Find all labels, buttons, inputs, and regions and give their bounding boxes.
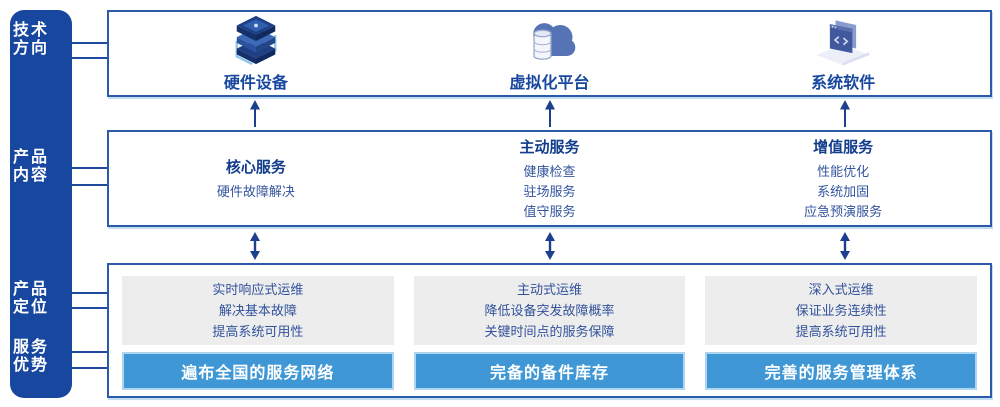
advantage-bar-management: 完善的服务管理体系 (705, 352, 978, 390)
sidebar-label-product-content: 产品内容 (12, 149, 49, 184)
tech-col-system-software: 系统软件 (696, 12, 990, 95)
positioning-panel: 深入式运维 保证业务连续性 提高系统可用性 (705, 276, 978, 345)
server-stack-icon (235, 15, 277, 66)
bottom-col-realtime: 实时响应式运维 解决基本故障 提高系统可用性 遍布全国的服务网络 (122, 276, 394, 390)
service-item: 驻场服务 (523, 183, 576, 199)
service-title-proactive: 主动服务 (519, 138, 580, 156)
arrow-slot (697, 232, 992, 260)
positioning-line: 保证业务连续性 (795, 303, 887, 318)
service-item: 健康检查 (523, 163, 576, 179)
double-arrow-icon (839, 232, 850, 260)
positioning-panel: 实时响应式运维 解决基本故障 提高系统可用性 (122, 276, 394, 345)
connector-line (70, 307, 109, 309)
service-item: 值守服务 (523, 203, 576, 219)
bottom-col-proactive: 主动式运维 降低设备突发故障概率 关键时间点的服务保障 完备的备件库存 (413, 276, 686, 390)
positioning-line: 降低设备突发故障概率 (484, 303, 615, 318)
service-col-core: 核心服务 硬件故障解决 (109, 132, 403, 225)
up-arrow-icon (249, 100, 260, 127)
service-title-value-added: 增值服务 (813, 138, 874, 156)
sidebar-label-tech-direction: 技术方向 (12, 22, 49, 57)
arrow-slot (107, 232, 402, 260)
connector-line (70, 42, 109, 44)
positioning-line: 提高系统可用性 (212, 324, 304, 339)
arrow-slot (402, 100, 697, 127)
positioning-panel: 主动式运维 降低设备突发故障概率 关键时间点的服务保障 (413, 276, 686, 345)
tech-label-hardware: 硬件设备 (223, 75, 288, 92)
service-col-proactive: 主动服务 健康检查 驻场服务 值守服务 (403, 132, 697, 225)
tech-col-virtualization: 虚拟化平台 (403, 12, 697, 95)
tech-label-system-software: 系统软件 (811, 75, 876, 92)
arrow-row-upper (107, 100, 992, 127)
positioning-line: 主动式运维 (517, 282, 583, 297)
service-item: 系统加固 (817, 183, 870, 199)
arrow-row-lower (107, 232, 992, 260)
double-arrow-icon (544, 232, 555, 260)
product-content-box: 核心服务 硬件故障解决 主动服务 健康检查 驻场服务 值守服务 增值服务 性能优… (107, 130, 992, 227)
positioning-advantage-box: 实时响应式运维 解决基本故障 提高系统可用性 遍布全国的服务网络 主动式运维 降… (107, 263, 992, 398)
connector-line (70, 367, 109, 369)
service-title-core: 核心服务 (225, 158, 286, 176)
connector-line (70, 57, 109, 59)
positioning-line: 提高系统可用性 (795, 324, 887, 339)
up-arrow-icon (839, 100, 850, 127)
connector-line (70, 292, 109, 294)
service-item: 性能优化 (817, 163, 870, 179)
code-window-icon (816, 20, 870, 66)
up-arrow-icon (544, 100, 555, 127)
positioning-line: 关键时间点的服务保障 (484, 324, 615, 339)
sidebar-label-product-positioning: 产品定位 (12, 281, 49, 316)
tech-label-virtualization: 虚拟化平台 (509, 75, 590, 92)
service-col-value-added: 增值服务 性能优化 系统加固 应急预演服务 (696, 132, 990, 225)
advantage-bar-network: 遍布全国的服务网络 (122, 352, 394, 390)
bottom-col-indepth: 深入式运维 保证业务连续性 提高系统可用性 完善的服务管理体系 (705, 276, 978, 390)
connector-line (70, 167, 109, 169)
connector-line (70, 351, 109, 353)
positioning-line: 深入式运维 (808, 282, 874, 297)
double-arrow-icon (249, 232, 260, 260)
tech-col-hardware: 硬件设备 (109, 12, 403, 95)
advantage-bar-spares: 完备的备件库存 (413, 352, 686, 390)
arrow-slot (697, 100, 992, 127)
connector-line (70, 184, 109, 186)
category-sidebar (10, 10, 72, 398)
tech-direction-box: 硬件设备 虚拟化平台 (107, 10, 992, 97)
arrow-slot (402, 232, 697, 260)
positioning-line: 解决基本故障 (218, 303, 297, 318)
cloud-database-icon (532, 23, 575, 60)
service-item: 应急预演服务 (804, 203, 883, 219)
service-item: 硬件故障解决 (216, 183, 295, 199)
sidebar-label-service-advantage: 服务优势 (12, 339, 49, 374)
arrow-slot (107, 100, 402, 127)
positioning-line: 实时响应式运维 (212, 282, 304, 297)
